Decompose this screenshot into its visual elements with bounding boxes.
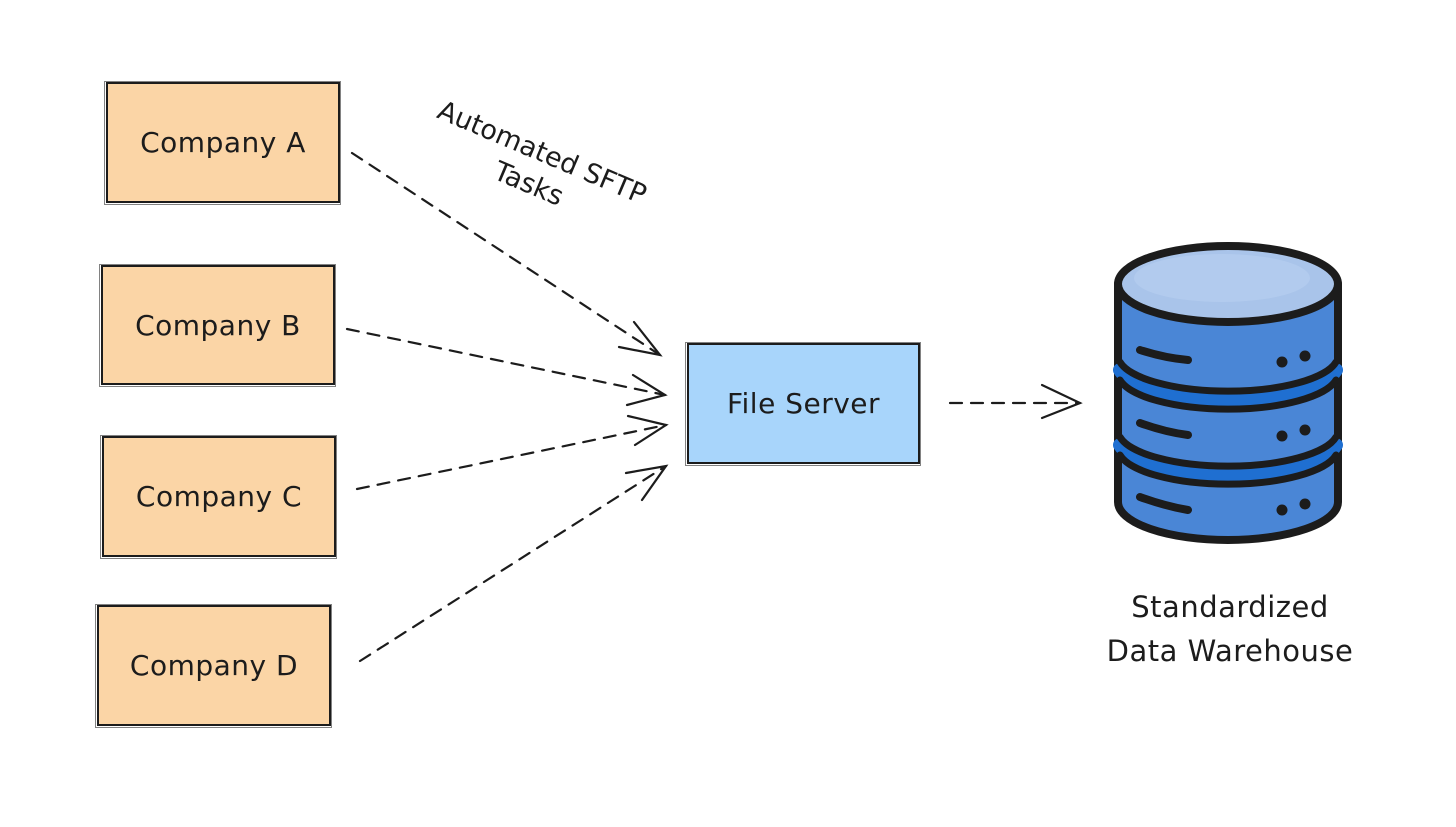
warehouse-label: Standardized Data Warehouse — [1060, 585, 1400, 673]
company-c-box: Company C — [100, 435, 337, 559]
edge-company-a-to-file-server — [350, 151, 662, 357]
arrowhead-a — [617, 320, 663, 357]
company-c-label: Company C — [135, 480, 303, 513]
arrowhead-c — [626, 414, 669, 447]
company-a-box: Company A — [104, 81, 341, 205]
company-d-box: Company D — [95, 604, 332, 728]
arrowhead-b — [625, 373, 668, 407]
warehouse-label-line1: Standardized — [1131, 590, 1329, 624]
warehouse-label-line2: Data Warehouse — [1106, 634, 1354, 668]
database-band-2 — [1113, 438, 1343, 482]
company-b-box: Company B — [99, 264, 336, 387]
database-icon — [1113, 242, 1343, 544]
company-a-label: Company A — [140, 126, 306, 159]
edge-company-c-to-file-server — [355, 423, 668, 491]
arrowhead-warehouse — [1040, 383, 1083, 420]
company-b-label: Company B — [135, 308, 301, 342]
file-server-box: File Server — [685, 342, 921, 466]
arrowhead-d — [624, 464, 669, 502]
edge-company-d-to-file-server — [358, 464, 668, 663]
company-d-label: Company D — [129, 649, 299, 682]
edge-company-b-to-file-server — [345, 327, 667, 397]
database-band-1 — [1113, 363, 1343, 407]
file-server-label: File Server — [726, 387, 881, 420]
